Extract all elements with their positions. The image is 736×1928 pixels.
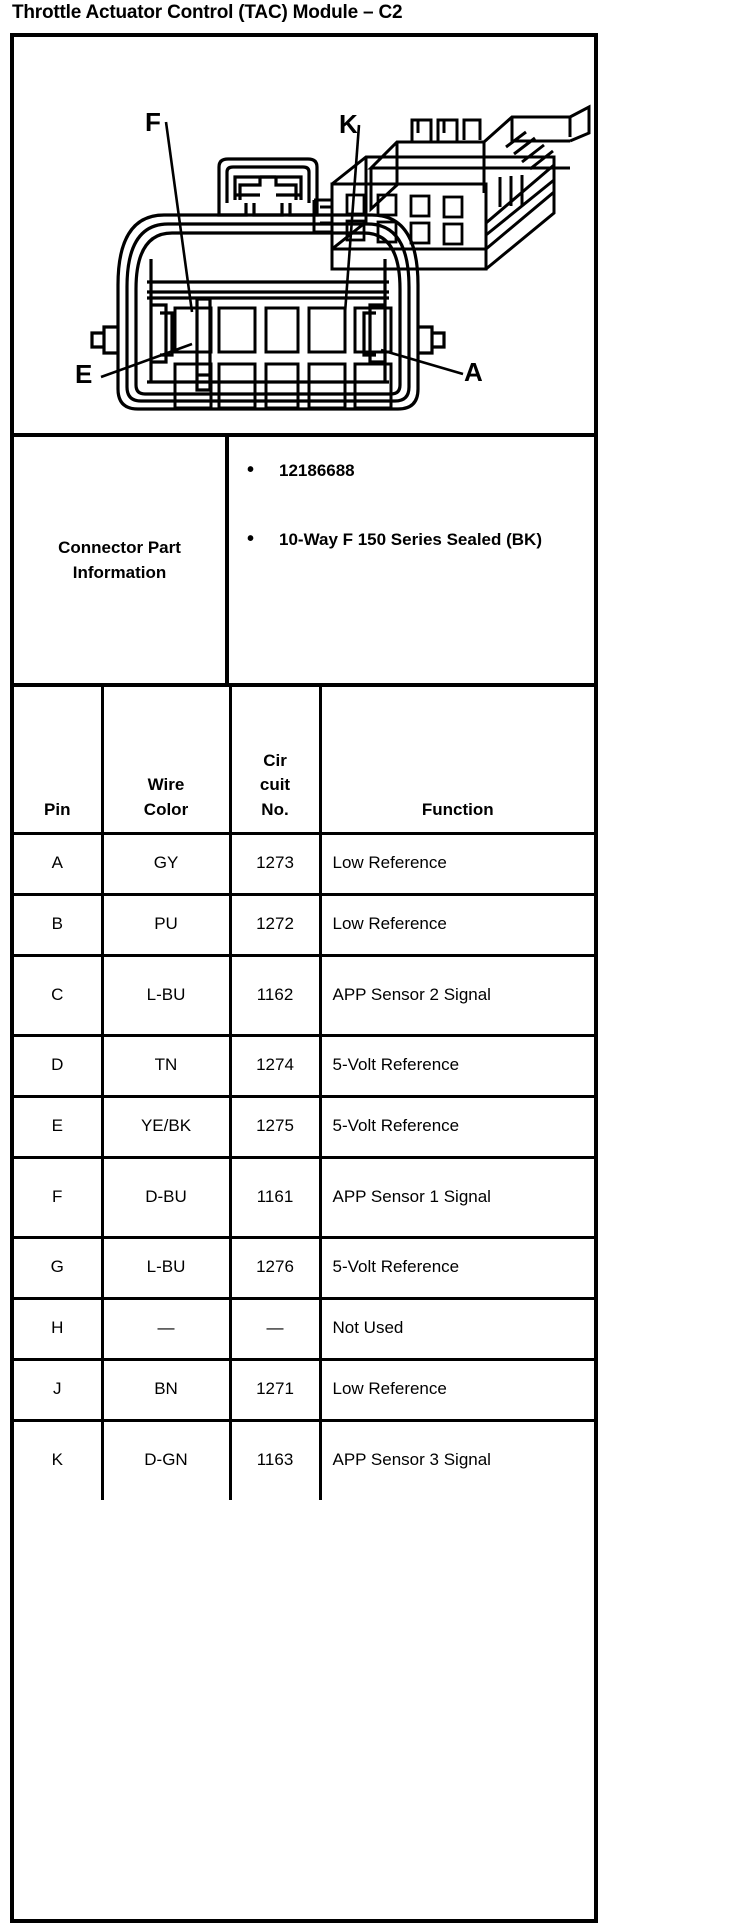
cell-function: APP Sensor 1 Signal xyxy=(320,1157,594,1239)
circuit-no-line3: No. xyxy=(261,799,289,819)
cell-wire-color: D-BU xyxy=(102,1157,232,1239)
cell-wire-color: D-GN xyxy=(102,1420,232,1500)
cell-wire-color: GY xyxy=(102,833,232,896)
table-row: H——Not Used xyxy=(14,1298,594,1361)
column-header-pin: Pin xyxy=(14,687,104,835)
list-item: • 12186688 xyxy=(241,459,584,484)
cell-circuit-no: 1162 xyxy=(230,955,322,1037)
cell-wire-color: YE/BK xyxy=(102,1096,232,1159)
cell-pin: C xyxy=(14,955,104,1037)
cell-pin: B xyxy=(14,894,104,957)
pin-table-wrapper: Pin Wire Color Cir cuit No. Function A xyxy=(14,683,594,1500)
circuit-no-line1: Cir xyxy=(263,750,287,770)
cell-circuit-no: 1275 xyxy=(230,1096,322,1159)
cell-function: Not Used xyxy=(320,1298,594,1361)
bullet-icon: • xyxy=(247,527,255,550)
cell-function: 5-Volt Reference xyxy=(320,1035,594,1098)
figure-frame: F K E A Connector Part Information • 121… xyxy=(10,33,598,1923)
cell-pin: A xyxy=(14,833,104,896)
connector-drawing xyxy=(90,104,591,411)
pin-table: Pin Wire Color Cir cuit No. Function A xyxy=(14,687,594,1500)
page-title: Throttle Actuator Control (TAC) Module –… xyxy=(12,2,403,23)
cell-circuit-no: 1272 xyxy=(230,894,322,957)
cell-circuit-no: 1161 xyxy=(230,1157,322,1239)
cell-circuit-no: 1274 xyxy=(230,1035,322,1098)
cell-pin: E xyxy=(14,1096,104,1159)
cell-function: Low Reference xyxy=(320,833,594,896)
cell-circuit-no: 1273 xyxy=(230,833,322,896)
table-header-row: Pin Wire Color Cir cuit No. Function xyxy=(14,687,594,835)
cell-function: 5-Volt Reference xyxy=(320,1237,594,1300)
wire-color-line2: Color xyxy=(143,799,189,819)
cell-wire-color: L-BU xyxy=(102,1237,232,1300)
circuit-no-line2: cuit xyxy=(259,775,291,795)
connector-illustration-panel: F K E A xyxy=(14,37,594,437)
connector-part-information-block: Connector Part Information • 12186688 • … xyxy=(14,437,594,683)
connector-part-information-label: Connector Part Information xyxy=(14,437,229,683)
cell-function: 5-Volt Reference xyxy=(320,1096,594,1159)
cell-wire-color: BN xyxy=(102,1359,232,1422)
cell-function: APP Sensor 2 Signal xyxy=(320,955,594,1037)
cell-wire-color: — xyxy=(102,1298,232,1361)
cell-circuit-no: 1163 xyxy=(230,1420,322,1500)
cell-circuit-no: — xyxy=(230,1298,322,1361)
column-header-function: Function xyxy=(320,687,594,835)
callout-letter-f: F xyxy=(145,107,161,137)
column-header-wire-color: Wire Color xyxy=(102,687,232,835)
cell-wire-color: TN xyxy=(102,1035,232,1098)
cell-pin: J xyxy=(14,1359,104,1422)
cell-function: Low Reference xyxy=(320,1359,594,1422)
callout-leader-lines xyxy=(100,121,464,379)
cell-pin: G xyxy=(14,1237,104,1300)
cell-wire-color: PU xyxy=(102,894,232,957)
column-header-circuit-no: Cir cuit No. xyxy=(230,687,322,835)
connector-part-number: 12186688 xyxy=(279,461,355,480)
cell-wire-color: L-BU xyxy=(102,955,232,1037)
cell-pin: H xyxy=(14,1298,104,1361)
callout-letter-e: E xyxy=(75,359,93,389)
connector-part-information-values: • 12186688 • 10-Way F 150 Series Sealed … xyxy=(229,437,594,683)
cell-function: Low Reference xyxy=(320,894,594,957)
callout-letter-k: K xyxy=(339,109,358,139)
wire-color-line1: Wire xyxy=(147,775,185,795)
callout-letter-a: A xyxy=(464,357,483,387)
cell-pin: F xyxy=(14,1157,104,1239)
bullet-icon: • xyxy=(247,459,255,481)
connector-face-view xyxy=(90,157,446,411)
cell-pin: K xyxy=(14,1420,104,1500)
connector-description: 10-Way F 150 Series Sealed (BK) xyxy=(279,529,542,549)
cell-function: APP Sensor 3 Signal xyxy=(332,1450,491,1470)
cell-pin: D xyxy=(14,1035,104,1098)
cell-circuit-no: 1271 xyxy=(230,1359,322,1422)
list-item: • 10-Way F 150 Series Sealed (BK) xyxy=(241,528,584,553)
cell-circuit-no: 1276 xyxy=(230,1237,322,1300)
